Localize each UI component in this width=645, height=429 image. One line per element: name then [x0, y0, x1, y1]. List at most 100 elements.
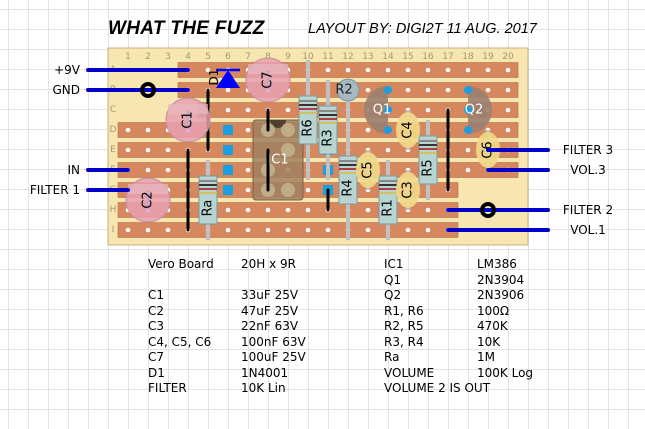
- transistor-label: Q2: [465, 103, 484, 118]
- strip-hole: [365, 127, 371, 133]
- strip-hole: [165, 147, 171, 153]
- page-title: WHAT THE FUZZ: [108, 18, 265, 39]
- resistor-label: Ra: [201, 200, 216, 217]
- parts-row: [148, 273, 378, 289]
- part-name: C3: [148, 319, 165, 333]
- part-value: 47uF 25V: [241, 303, 299, 318]
- parts-note: VOLUME 2 IS OUT: [384, 381, 584, 397]
- resistor-band: [319, 122, 337, 124]
- strip-hole: [465, 147, 471, 153]
- ic-pad: [223, 165, 233, 175]
- resistor-label: R5: [421, 159, 436, 176]
- resistor-r2: [336, 78, 360, 102]
- part-name: Q2: [384, 288, 402, 302]
- part-value: 100Ω: [477, 303, 510, 318]
- strip-hole: [225, 87, 231, 93]
- transistor-q2: [468, 86, 492, 134]
- strip-hole: [365, 207, 371, 213]
- column-number: 14: [382, 52, 394, 62]
- resistor-label: R6: [301, 119, 316, 136]
- ceramic-cap-c3: [396, 172, 420, 208]
- part-value: 1M: [477, 350, 495, 364]
- parts-row: Q1 2N3904: [384, 273, 584, 289]
- strip-hole: [425, 67, 431, 73]
- strip-hole: [365, 87, 371, 93]
- strip-hole: [245, 107, 251, 113]
- column-number: 1: [125, 52, 131, 62]
- transistor-pin: [384, 86, 392, 94]
- strip-hole: [445, 87, 451, 93]
- transistor-pin: [384, 126, 392, 134]
- column-number: 12: [342, 52, 353, 62]
- resistor-band: [339, 160, 357, 162]
- ic1-label: IC1: [267, 153, 288, 168]
- ground-ring: [480, 202, 496, 218]
- resistor-label: R3: [321, 129, 336, 146]
- cap-stripe: [128, 184, 168, 194]
- copper-strip-f: [117, 162, 519, 178]
- column-number: 2: [145, 52, 151, 62]
- row-letter: C: [110, 105, 116, 115]
- strip-hole: [145, 167, 151, 173]
- column-number: 18: [462, 52, 474, 62]
- part-name: R3, R4: [384, 334, 424, 349]
- part-name: R2, R5: [384, 319, 424, 333]
- part-value: 2N3904: [477, 272, 525, 287]
- strip-hole: [505, 67, 511, 73]
- ic-pad: [223, 145, 233, 155]
- strip-hole: [165, 167, 171, 173]
- cap-stripe: [168, 104, 208, 114]
- strip-hole: [245, 187, 251, 193]
- resistor-band: [319, 110, 337, 112]
- resistor-band: [379, 180, 397, 182]
- ceramic-cap-c4: [396, 112, 420, 148]
- column-number: 17: [442, 52, 453, 62]
- part-value: 2N3906: [477, 288, 525, 302]
- cap-label: C4: [401, 121, 416, 138]
- offboard-label: GND: [52, 83, 80, 97]
- part-name: Q1: [384, 272, 402, 287]
- strip-hole: [225, 227, 231, 233]
- strip-hole: [285, 107, 291, 113]
- column-number: 8: [265, 52, 271, 62]
- resistor-band: [339, 168, 357, 170]
- strip-hole: [305, 207, 311, 213]
- offboard-label: FILTER 3: [563, 143, 613, 157]
- resistor-band: [199, 184, 217, 186]
- ic1-notch: [270, 120, 286, 128]
- strip-hole: [505, 107, 511, 113]
- resistor-band: [199, 192, 217, 194]
- stripboard-layout: 1234567891011121314151617181920ABCDEFGHI…: [30, 47, 613, 246]
- strip-hole: [405, 87, 411, 93]
- resistor-band: [419, 148, 437, 150]
- parts-row: Q2 2N3906: [384, 288, 584, 304]
- strip-hole: [125, 127, 131, 133]
- strip-hole: [205, 67, 211, 73]
- strip-hole: [305, 227, 311, 233]
- ic1-pin: [281, 123, 295, 137]
- column-number: 13: [362, 52, 373, 62]
- strip-hole: [245, 207, 251, 213]
- part-value: 1N4001: [241, 365, 289, 380]
- resistor-band: [419, 152, 437, 154]
- column-number: 9: [285, 52, 291, 62]
- resistor-band: [419, 140, 437, 142]
- strip-hole: [425, 227, 431, 233]
- strip-hole: [405, 227, 411, 233]
- strip-hole: [465, 67, 471, 73]
- resistor-band: [419, 144, 437, 146]
- transistor-pin: [464, 86, 472, 94]
- strip-hole: [505, 87, 511, 93]
- strip-hole: [425, 207, 431, 213]
- column-number: 4: [185, 52, 191, 62]
- strip-hole: [425, 87, 431, 93]
